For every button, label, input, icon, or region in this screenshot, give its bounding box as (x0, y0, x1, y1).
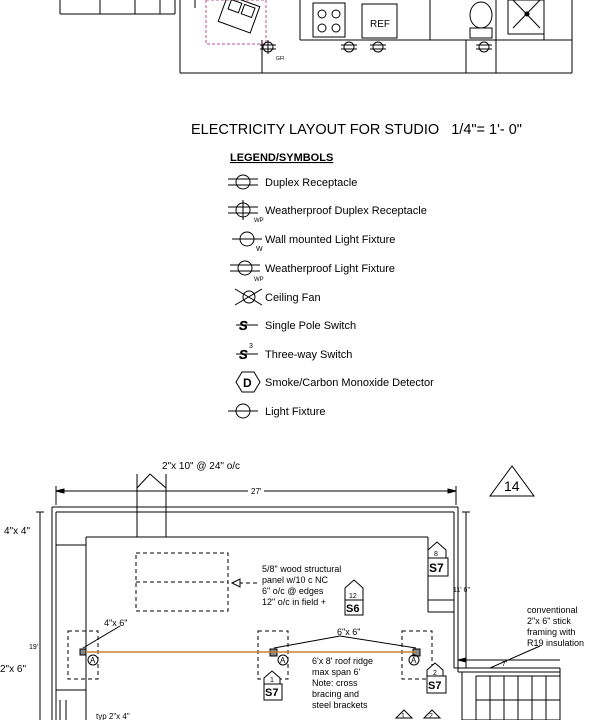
tag-s7a-bottom: S7 (429, 561, 444, 575)
overall-dim-mask (248, 486, 264, 496)
svg-text:R19 insulation: R19 insulation (527, 638, 584, 648)
svg-text:5/8" wood structural: 5/8" wood structural (262, 564, 341, 574)
light-fixture-icon (228, 403, 258, 419)
smoke-detector-icon: D (235, 371, 261, 393)
tag-s6-top: 12 (349, 593, 357, 600)
legend-label-wall-light: Wall mounted Light Fixture (265, 234, 395, 246)
legend-heading: LEGEND/SYMBOLS (230, 152, 333, 164)
legend-label-ceiling-fan: Ceiling Fan (265, 292, 321, 304)
tag-small-pair (394, 709, 442, 719)
legend-sub-wp-2: WP (254, 277, 264, 283)
svg-text:steel brackets: steel brackets (312, 700, 368, 710)
anchor-a-2: A (280, 656, 286, 665)
conventional-framing-note: conventional 2"x 6" stick framing with R… (527, 605, 584, 648)
tag-s6 (344, 579, 364, 616)
post-note-4x4: 4"x 4" (4, 526, 30, 537)
svg-text:max span 6': max span 6' (312, 667, 361, 677)
tag-s7a (427, 541, 449, 577)
tag-s7b (263, 670, 283, 701)
joist-note: 2"x 10" @ 24" o/c (162, 461, 240, 472)
weatherproof-light-fixture-icon (230, 260, 260, 276)
framing-plan (36, 465, 561, 720)
beam-note: 6"x 6" (337, 627, 360, 637)
bottom-note: typ 2"x 4" (96, 712, 130, 720)
legend-label-three-way: Three-way Switch (265, 349, 352, 361)
svg-text:6'x 8' roof ridge: 6'x 8' roof ridge (312, 656, 373, 666)
svg-text:panel w/10 c NC: panel w/10 c NC (262, 575, 329, 585)
left-lumber-note: 2"x 6" (0, 664, 26, 675)
legend-label-weatherproof-light: Weatherproof Light Fixture (265, 263, 395, 275)
tag-s7c (426, 662, 447, 694)
svg-text:Note: cross: Note: cross (312, 678, 358, 688)
tag-s7c-bottom: S7 (428, 680, 441, 692)
sheet-number: 14 (504, 478, 520, 494)
svg-text:6" o/c @ edges: 6" o/c @ edges (262, 586, 324, 596)
anchor-a-1: A (90, 656, 96, 665)
drawing-title: ELECTRICITY LAYOUT FOR STUDIO 1/4"= 1'- … (191, 122, 522, 138)
legend-label-weatherproof-duplex: Weatherproof Duplex Receptacle (265, 205, 427, 217)
ref-label: REF (370, 19, 390, 30)
legend-label-smoke-detector: Smoke/Carbon Monoxide Detector (265, 377, 434, 389)
post-note-4x6: 4"x 6" (104, 618, 127, 628)
panel-note: 5/8" wood structural panel w/10 c NC 6" … (262, 564, 341, 607)
svg-text:3: 3 (249, 343, 253, 350)
tag-s7c-top: 2 (433, 670, 437, 677)
duplex-receptacle-icon (228, 174, 258, 190)
anchor-a-3: A (411, 656, 417, 665)
tag-small-2: 2 (429, 713, 433, 720)
svg-text:2"x 6" stick: 2"x 6" stick (527, 616, 571, 626)
top-floor-plan (59, 0, 573, 74)
side-dim: 7' (502, 661, 507, 668)
legend-sub-wp-1: WP (254, 218, 264, 224)
legend-label-light-fixture: Light Fixture (265, 406, 326, 418)
tag-s6-bottom: S6 (346, 603, 359, 615)
svg-text:D: D (243, 376, 252, 390)
tag-s7b-bottom: S7 (265, 687, 278, 699)
left-dim: 19' (29, 644, 38, 651)
wall-light-fixture-icon (232, 231, 262, 247)
svg-text:bracing and: bracing and (312, 689, 359, 699)
svg-text:conventional: conventional (527, 605, 578, 615)
legend-list: Duplex Receptacle WP Weatherproof Duplex… (228, 174, 434, 419)
gfi-label: GFI (276, 56, 284, 62)
svg-text:framing with: framing with (527, 627, 576, 637)
legend-label-single-pole: Single Pole Switch (265, 320, 356, 332)
ceiling-fan-icon (234, 288, 263, 306)
tag-s7b-top: 1 (270, 677, 274, 684)
overall-dim: 27' (251, 487, 262, 496)
legend-label-duplex-receptacle: Duplex Receptacle (265, 177, 357, 189)
single-pole-switch-icon: S (236, 318, 258, 333)
ridge-note: 6'x 8' roof ridge max span 6' Note: cros… (312, 656, 373, 710)
tag-s7a-top: 8 (434, 551, 438, 558)
three-way-switch-icon: S 3 (236, 343, 258, 362)
tag-small-1: 1 (401, 713, 405, 720)
weatherproof-duplex-receptacle-icon (228, 200, 258, 220)
legend-sub-w: W (256, 246, 263, 253)
right-dim: 11' 6" (453, 587, 470, 594)
svg-text:12" o/c in field +: 12" o/c in field + (262, 597, 326, 607)
